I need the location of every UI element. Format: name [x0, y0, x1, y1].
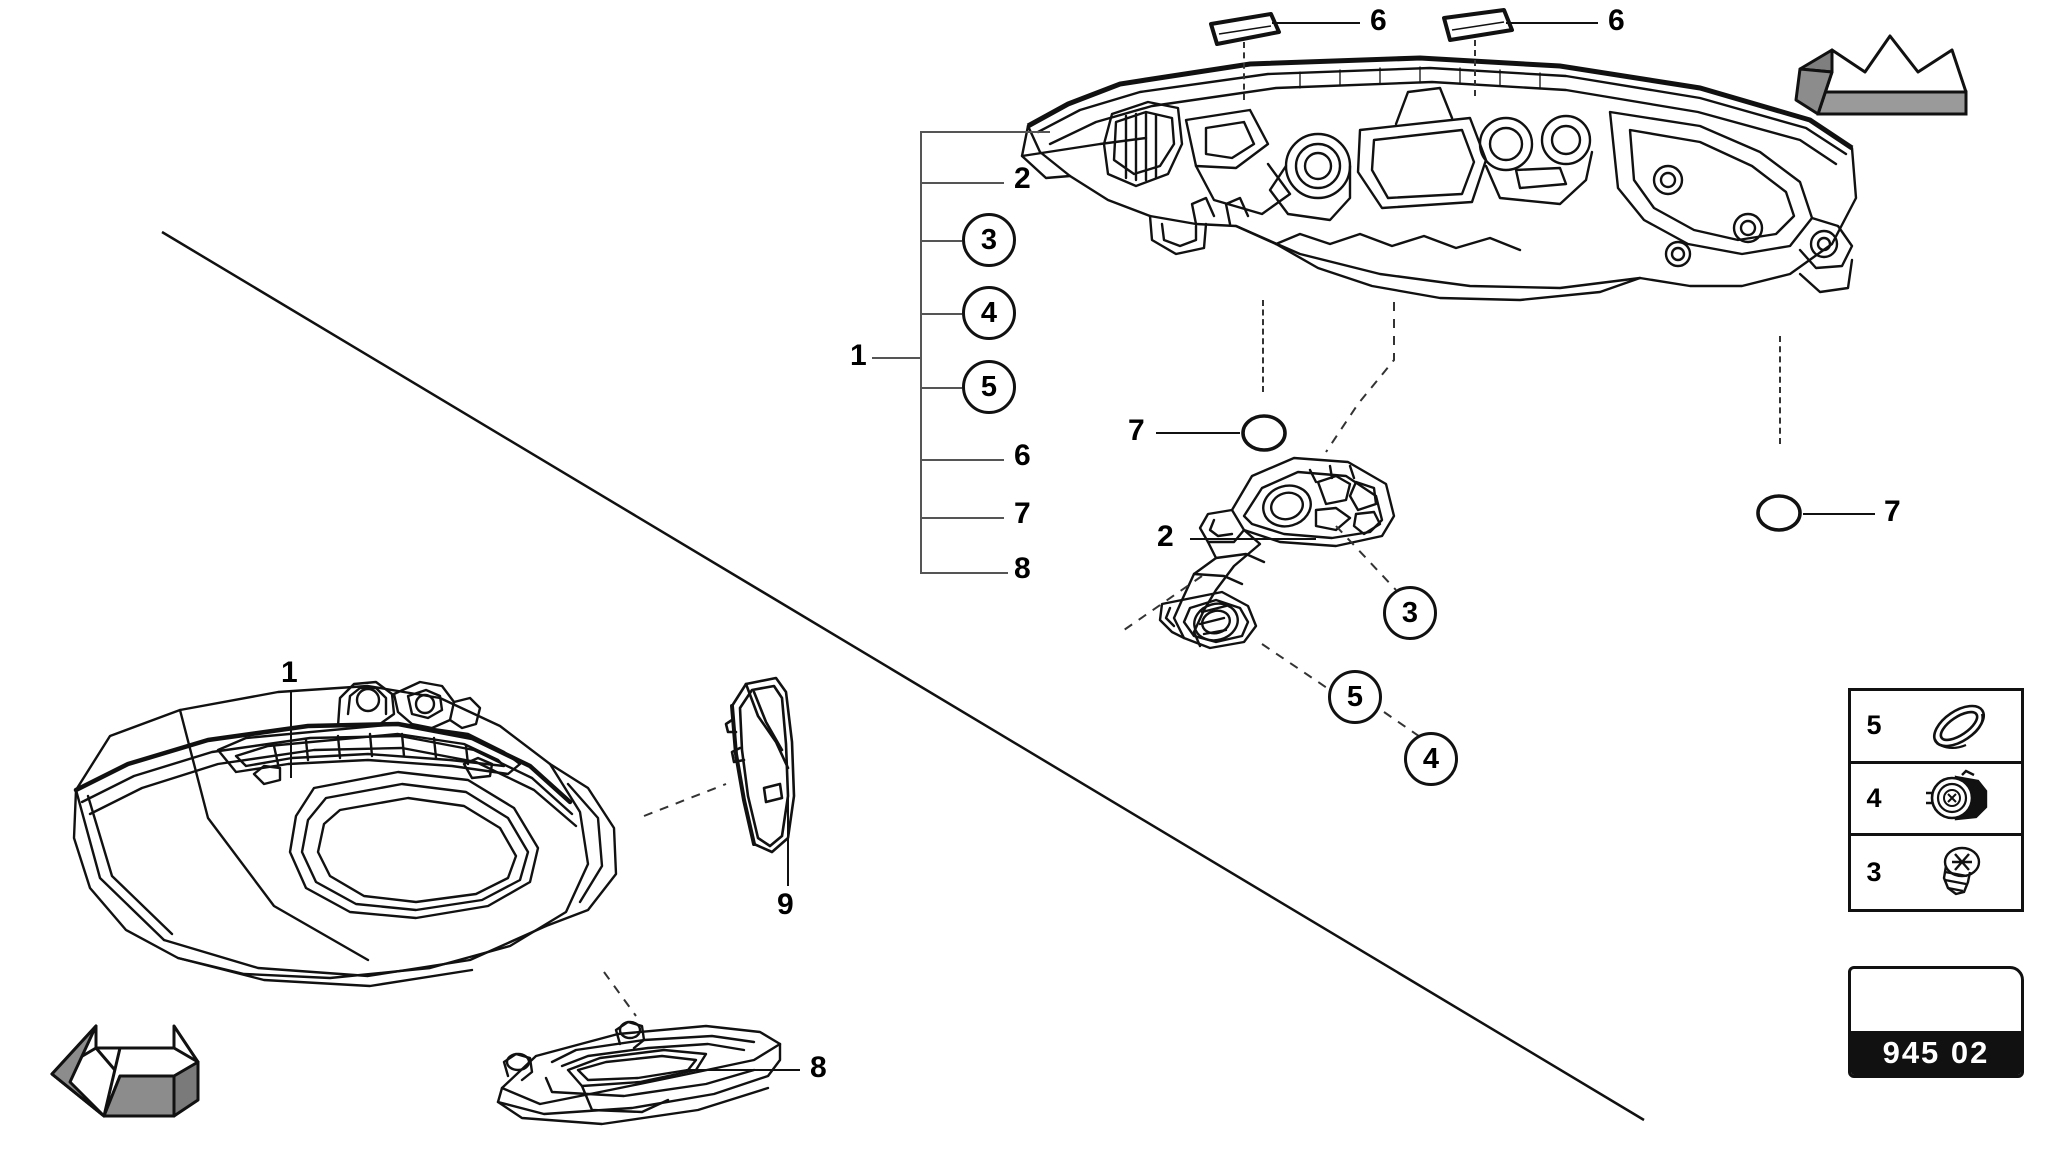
- callout-label-3: 3: [1401, 596, 1419, 629]
- callout-3-circle: 3: [1383, 586, 1437, 640]
- orientation-arrow-top-right: [1790, 14, 1980, 124]
- callout-label-8: 8: [810, 1051, 827, 1084]
- callout-4-circle: 4: [1404, 732, 1458, 786]
- legend-number-3: 3: [1866, 857, 1882, 888]
- bracket-top-arm: [920, 131, 1050, 133]
- callout-5-circle: 5: [1328, 670, 1382, 724]
- bulb-carrier-art: [1158, 450, 1420, 680]
- carrier-to-housing-dash: [1325, 302, 1395, 453]
- grommet-right-dash: [1779, 336, 1781, 444]
- bracket-tick-6: [920, 459, 1004, 461]
- bracket-item-8: 8: [1014, 552, 1031, 585]
- bracket-spine: [920, 131, 922, 574]
- bracket-item-5: 5: [962, 360, 1016, 414]
- bracket-stem: [872, 357, 922, 359]
- tail-lamp-housing-art: [1000, 48, 1880, 408]
- carrier-screw-dash: [1335, 525, 1397, 591]
- callout-label-7-right: 7: [1884, 495, 1901, 528]
- bracket-item-4: 4: [962, 286, 1016, 340]
- side-trim-cover-art: [724, 672, 814, 872]
- callout-label-6-left: 6: [1370, 4, 1387, 37]
- bracket-tick-2: [920, 182, 1004, 184]
- carrier-gasket-dash: [1261, 643, 1331, 691]
- legend-row-4: 4: [1851, 764, 2021, 837]
- bracket-item-4-label: 4: [980, 296, 998, 329]
- callout-label-6-right: 6: [1608, 4, 1625, 37]
- legend-number-4: 4: [1866, 782, 1882, 813]
- callout-label-7-left: 7: [1128, 414, 1145, 447]
- bracket-item-3: 3: [962, 213, 1016, 267]
- bracket-item-2: 2: [1014, 162, 1031, 195]
- grommet-left-dash: [1262, 300, 1264, 392]
- bracket-item-3-label: 3: [980, 223, 998, 256]
- bracket-tick-5: [920, 387, 962, 389]
- callout-label-4: 4: [1422, 742, 1440, 775]
- clip-left-leader-dash: [1243, 42, 1245, 100]
- clip-left-leader: [1272, 22, 1360, 24]
- clip-right-leader-dash: [1474, 40, 1476, 96]
- bulb-socket-icon: [1897, 764, 2021, 834]
- callout-label-5: 5: [1346, 680, 1364, 713]
- diagram-code: 945 02: [1851, 1031, 2021, 1075]
- bracket-item-7: 7: [1014, 497, 1031, 530]
- assembly-leader-1: [290, 690, 292, 778]
- legend-number-5: 5: [1866, 710, 1882, 741]
- reflector-leader-8: [686, 1069, 800, 1071]
- callout-label-9: 9: [777, 888, 794, 921]
- seal-grommet-right-art: [1753, 492, 1805, 534]
- reflector-dash: [603, 971, 637, 1017]
- carrier-leader-2: [1190, 538, 1316, 540]
- seal-grommet-left-art: [1238, 412, 1290, 454]
- bracket-tick-4: [920, 313, 962, 315]
- retaining-clip-left-art: [1205, 10, 1285, 52]
- bracket-tick-7: [920, 517, 1004, 519]
- side-trim-leader-9: [787, 790, 789, 886]
- grommet-left-leader: [1156, 432, 1240, 434]
- tail-lamp-assembly-art: [68, 668, 728, 998]
- bracket-tick-3: [920, 240, 962, 242]
- bracket-tick-8: [920, 572, 1004, 574]
- legend-table: 5 4: [1848, 688, 2024, 912]
- callout-label-1-assembly: 1: [281, 656, 298, 689]
- callout-label-1-group: 1: [850, 339, 867, 372]
- legend-row-5: 5: [1851, 691, 2021, 764]
- clip-right-leader: [1506, 22, 1598, 24]
- retaining-clip-right-art: [1438, 8, 1518, 50]
- carrier-left-dash: [1123, 575, 1203, 631]
- diagram-code-plate: 945 02: [1848, 966, 2024, 1078]
- reflector-strip-art: [492, 1000, 822, 1140]
- side-trim-dash: [643, 783, 727, 817]
- orientation-arrow-bottom-left: [46, 1018, 206, 1143]
- legend-row-3: 3: [1851, 836, 2021, 909]
- bracket-item-5-label: 5: [980, 370, 998, 403]
- grommet-right-leader: [1803, 513, 1875, 515]
- callout-label-2-carrier: 2: [1157, 520, 1174, 553]
- gasket-ring-icon: [1897, 691, 2021, 761]
- screw-icon: [1897, 836, 2021, 909]
- bracket-item-6: 6: [1014, 439, 1031, 472]
